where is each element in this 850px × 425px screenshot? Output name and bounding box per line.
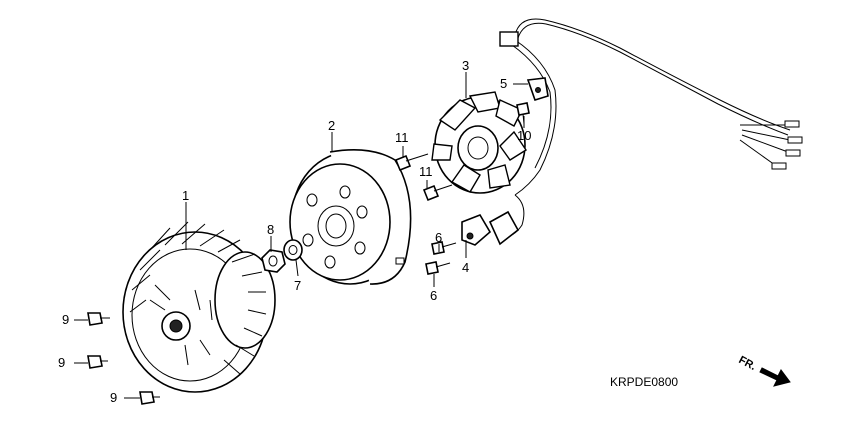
callout-stator: 3: [462, 58, 469, 73]
bolt-6-lower: [425, 261, 451, 275]
diagram-code: KRPDE0800: [610, 375, 678, 389]
direction-label: FR.: [737, 354, 758, 373]
wire-harness: [499, 18, 803, 237]
callout-bolt-11-lower: 11: [419, 164, 433, 179]
callout-flywheel: 2: [328, 118, 335, 133]
callout-bolt-11-upper: 11: [395, 130, 409, 145]
washer: [283, 239, 303, 261]
pulse-generator-bracket: [461, 210, 520, 246]
wire-clamp: [526, 77, 549, 101]
cooling-fan: [122, 221, 276, 393]
callout-bracket-5: 5: [500, 76, 507, 91]
direction-arrow-icon: [759, 367, 791, 387]
callout-nut: 8: [267, 222, 274, 237]
callout-bolt-6-lower: 6: [430, 288, 437, 303]
front-direction-indicator: FR.: [737, 354, 791, 387]
callout-bolt-9-a: 9: [62, 312, 69, 327]
bolt-9-b: [87, 355, 108, 369]
callout-washer: 7: [294, 278, 301, 293]
flange-nut: [261, 249, 286, 273]
callout-bolt-6-upper: 6: [435, 230, 442, 245]
callout-bolt-9-b: 9: [58, 355, 65, 370]
leader-lines: [74, 72, 528, 399]
stator: [431, 91, 527, 194]
flywheel: [289, 148, 412, 285]
bolt-6-upper: [431, 241, 457, 255]
callout-bolt-9-c: 9: [110, 390, 117, 405]
callout-bolt-10: 10: [517, 128, 531, 143]
callout-bracket-4: 4: [462, 260, 469, 275]
callout-fan: 1: [182, 188, 189, 203]
bolt-9-a: [87, 312, 110, 326]
bolt-11-lower: [422, 184, 453, 202]
bolt-9-c: [139, 391, 160, 405]
